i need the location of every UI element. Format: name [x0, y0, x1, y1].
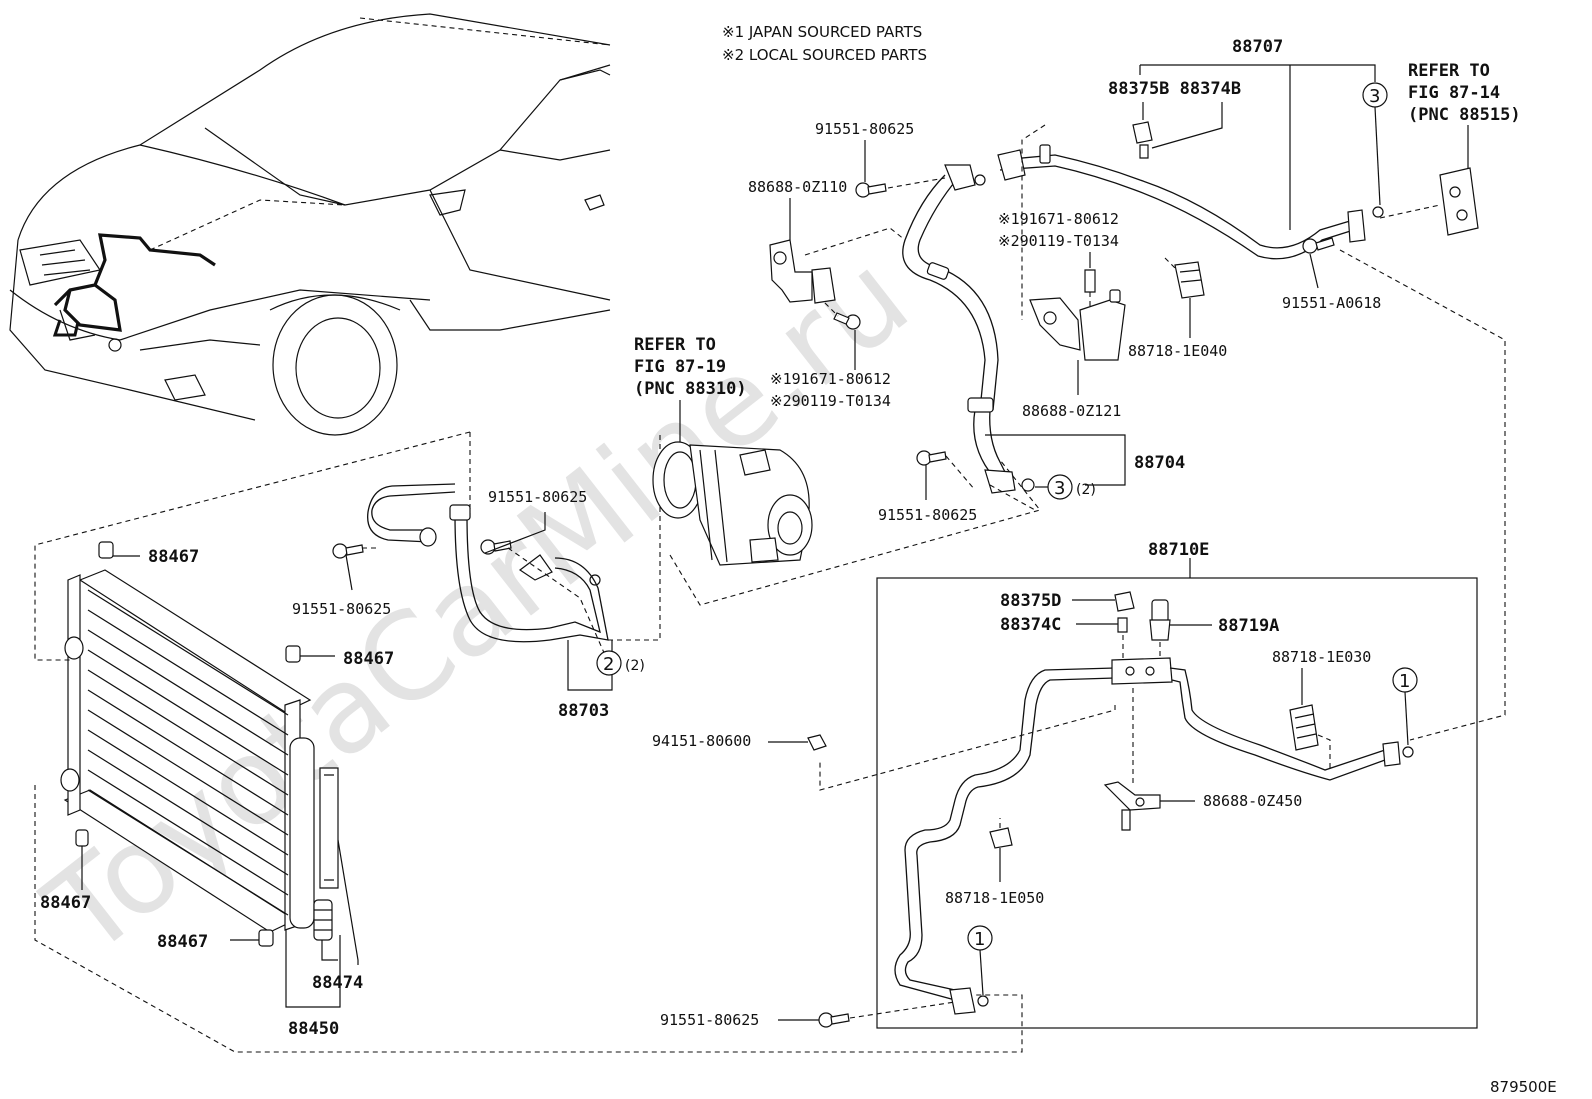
- callout-3-hose: 3: [1054, 478, 1065, 499]
- qty-2-hose: (2): [625, 658, 645, 674]
- label-88718-1E040: 88718-1E040: [1128, 342, 1227, 360]
- bracket-88688-0Z121: [1029, 289, 1126, 361]
- label-88467-bottom: 88467: [157, 932, 208, 952]
- ref-compressor-1: REFER TO: [634, 335, 716, 355]
- ref-valve-3: (PNC 88515): [1408, 105, 1521, 125]
- label-88718-1E050: 88718-1E050: [945, 889, 1044, 907]
- bracket-88688-0Z110: [769, 239, 836, 304]
- callout-3-top: 3: [1369, 86, 1380, 107]
- label-88719A: 88719A: [1218, 616, 1279, 636]
- label-88467-right: 88467: [343, 649, 394, 669]
- label-88688-0Z450: 88688-0Z450: [1203, 792, 1302, 810]
- discharge-hose-88703: [332, 483, 609, 643]
- condenser-assembly: [60, 541, 339, 947]
- box-88710E: [876, 577, 1478, 1029]
- clamp-88718-1E030: [1289, 704, 1319, 751]
- label-88704: 88704: [1134, 453, 1185, 473]
- expansion-valve: [1439, 167, 1479, 236]
- label-88375B-88374B: 88375B 88374B: [1108, 79, 1241, 99]
- ref-valve-1: REFER TO: [1408, 61, 1490, 81]
- label-94151-80600: 94151-80600: [652, 732, 751, 750]
- clamp-88718-1E040: [1174, 261, 1205, 299]
- label-91551-80625-suction: 91551-80625: [878, 506, 977, 524]
- label-88467-top: 88467: [148, 547, 199, 567]
- label-88710E: 88710E: [1148, 540, 1209, 560]
- label-91551-80625-bottom: 91551-80625: [660, 1011, 759, 1029]
- label-88374C: 88374C: [1000, 615, 1061, 635]
- label-88703: 88703: [558, 701, 609, 721]
- bracket-88688-0Z450: [1103, 781, 1161, 811]
- label-91551-80625-left: 91551-80625: [292, 600, 391, 618]
- label-88718-1E030: 88718-1E030: [1272, 648, 1371, 666]
- label-88467-bottom-left: 88467: [40, 893, 91, 913]
- label-88474: 88474: [312, 973, 363, 993]
- ref-compressor-2: FIG 87-19: [634, 357, 726, 377]
- label-91551-A0618: 91551-A0618: [1282, 294, 1381, 312]
- suction-hose-88704: [902, 164, 1035, 494]
- label-88688-0Z110: 88688-0Z110: [748, 178, 847, 196]
- note-local-sourced: ※2 LOCAL SOURCED PARTS: [722, 46, 927, 64]
- label-88688-0Z121: 88688-0Z121: [1022, 402, 1121, 420]
- label-88707: 88707: [1232, 37, 1283, 57]
- ref-valve-2: FIG 87-14: [1408, 83, 1500, 103]
- label-88375D: 88375D: [1000, 591, 1061, 611]
- clamp-88718-1E050: [989, 827, 1013, 849]
- pipe-88707: [997, 144, 1384, 260]
- label-91551-80625-top: 91551-80625: [815, 120, 914, 138]
- label-91671-80612-b: ※191671-80612: [998, 210, 1119, 228]
- note-japan-sourced: ※1 JAPAN SOURCED PARTS: [722, 23, 922, 41]
- label-88450: 88450: [288, 1019, 339, 1039]
- label-90119-T0134-a: ※290119-T0134: [770, 392, 891, 410]
- label-90119-T0134-b: ※290119-T0134: [998, 232, 1119, 250]
- liquid-pipe-88710E: [894, 657, 1414, 1015]
- callout-1-right: 1: [1399, 671, 1410, 692]
- car-illustration: [9, 13, 611, 436]
- callout-2: 2: [603, 654, 614, 675]
- pressure-switch-88719A: [1149, 599, 1171, 641]
- qty-2-suction: (2): [1076, 482, 1096, 498]
- label-91551-80625-hose: 91551-80625: [488, 488, 587, 506]
- ref-compressor-3: (PNC 88310): [634, 379, 747, 399]
- label-91671-80612-a: ※191671-80612: [770, 370, 891, 388]
- figure-code: 879500E: [1490, 1078, 1557, 1096]
- compressor: [652, 441, 813, 566]
- callout-1-bottom: 1: [974, 929, 985, 950]
